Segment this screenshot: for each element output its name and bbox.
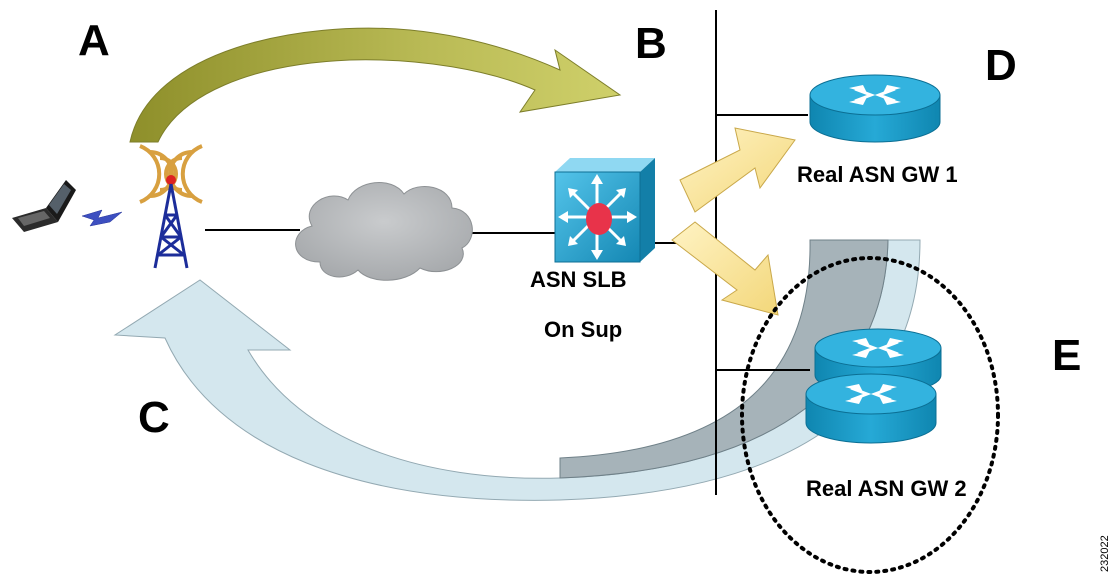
gw2-highlight-ellipse — [740, 256, 1000, 574]
multilayer-switch-icon — [554, 158, 655, 263]
label-b: B — [635, 19, 667, 68]
router-icon-gw2-front — [805, 373, 937, 444]
yellow-arrow-to-gw1 — [679, 127, 796, 213]
gw2-label: Real ASN GW 2 — [806, 476, 967, 501]
slb-label-line2: On Sup — [544, 317, 622, 342]
wireless-link-icon — [81, 209, 123, 227]
gw1-label: Real ASN GW 1 — [797, 162, 958, 187]
flow-arrow-a — [129, 27, 622, 143]
router-icon-gw1 — [809, 74, 941, 143]
figure-id: 232022 — [1099, 535, 1111, 572]
wireless-tower-icon — [139, 144, 203, 269]
slb-label-line1: ASN SLB — [530, 267, 627, 292]
yellow-arrow-to-gw2 — [671, 221, 779, 316]
label-e: E — [1052, 331, 1081, 380]
label-d: D — [985, 41, 1017, 90]
label-a: A — [78, 16, 110, 65]
laptop-icon — [12, 180, 76, 232]
label-c: C — [138, 393, 170, 442]
network-cloud-icon — [295, 182, 473, 281]
